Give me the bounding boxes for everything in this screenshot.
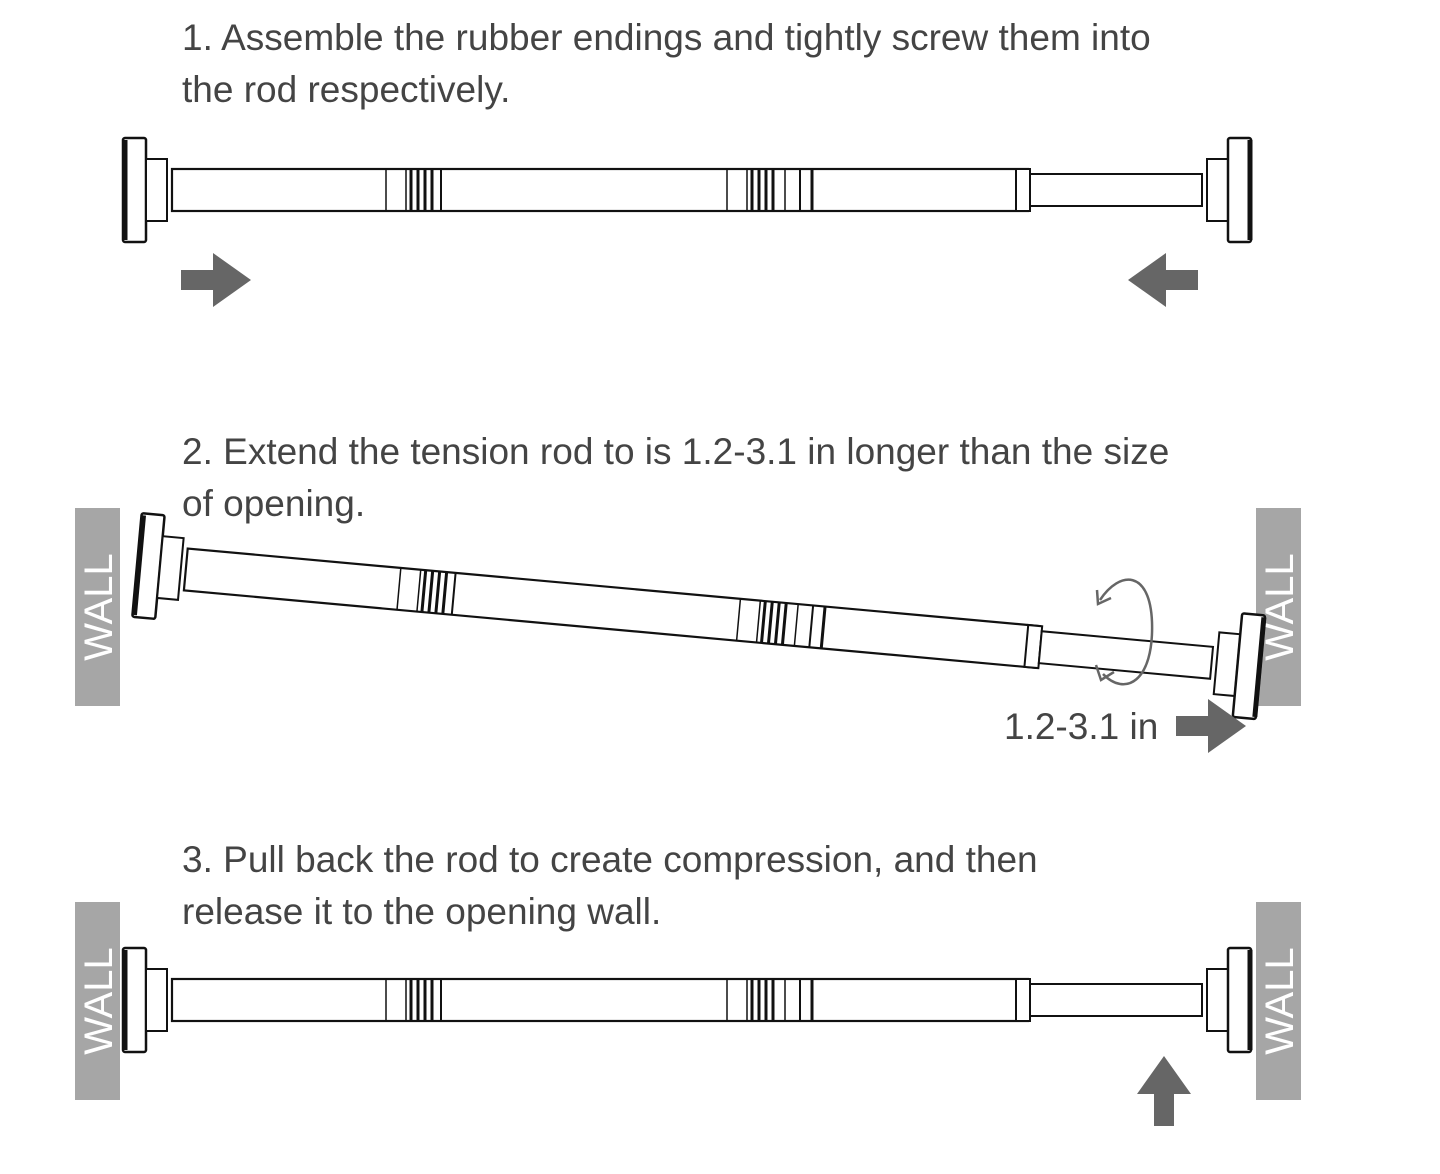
- step2-instruction: 2. Extend the tension rod to is 1.2-3.1 …: [182, 426, 1169, 530]
- step3-line2: release it to the opening wall.: [182, 891, 662, 932]
- step1-rod: [123, 138, 1251, 242]
- step3-instruction: 3. Pull back the rod to create compressi…: [182, 834, 1038, 938]
- step2-line2: of opening.: [182, 483, 366, 524]
- wall-label: WALL: [1258, 553, 1302, 660]
- arrow-up-icon: [1137, 1056, 1191, 1126]
- arrow-left-icon: [1128, 253, 1198, 307]
- step1-line1: 1. Assemble the rubber endings and tight…: [182, 17, 1151, 58]
- step3-left-wall: WALL: [75, 902, 121, 1100]
- step2-rod: [132, 513, 1265, 719]
- step2-left-wall: WALL: [75, 508, 121, 706]
- wall-label: WALL: [77, 947, 121, 1054]
- arrow-right-icon: [181, 253, 251, 307]
- step3-rod: [123, 948, 1251, 1052]
- step3-line1: 3. Pull back the rod to create compressi…: [182, 839, 1038, 880]
- step2-line1: 2. Extend the tension rod to is 1.2-3.1 …: [182, 431, 1170, 472]
- measurement-label: 1.2-3.1 in: [1004, 706, 1159, 747]
- step2-right-wall: WALL: [1256, 508, 1302, 706]
- step3-right-wall: WALL: [1256, 902, 1302, 1100]
- rotate-icon: [1094, 578, 1154, 686]
- wall-label: WALL: [1258, 947, 1302, 1054]
- step1-line2: the rod respectively.: [182, 69, 511, 110]
- step1-instruction: 1. Assemble the rubber endings and tight…: [182, 12, 1151, 116]
- wall-label: WALL: [77, 553, 121, 660]
